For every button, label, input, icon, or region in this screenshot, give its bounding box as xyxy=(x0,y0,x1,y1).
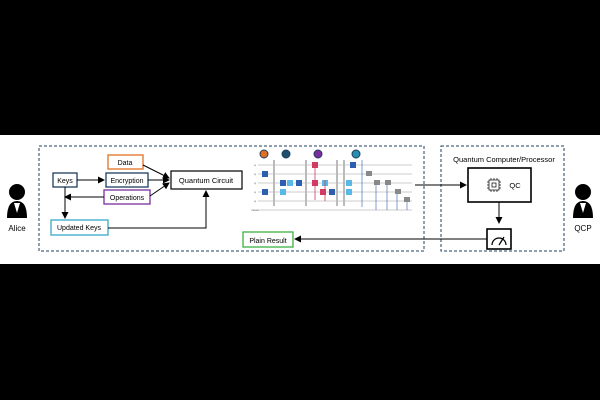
keys-label: Keys xyxy=(57,178,73,185)
server-title: Quantum Computer/Processor xyxy=(453,155,555,164)
encryption-label: Encryption xyxy=(110,178,143,185)
circuit-dot-purple xyxy=(313,149,323,159)
qc-label: QC xyxy=(509,181,521,190)
alice-person-icon xyxy=(7,184,27,218)
updated-keys-label: Updated Keys xyxy=(57,225,101,232)
data-box xyxy=(107,154,144,170)
svg-text:q: q xyxy=(254,199,256,203)
qcp-label: QCP xyxy=(574,224,591,233)
diagram-panel: Alice QCP Keys Data Encryption Operation… xyxy=(0,135,600,264)
alice-label: Alice xyxy=(8,224,26,233)
svg-text:q: q xyxy=(254,163,256,167)
chip-icon xyxy=(487,178,501,192)
flow-arrows xyxy=(61,164,503,243)
svg-text:meas: meas xyxy=(251,208,259,212)
svg-text:q: q xyxy=(254,172,256,176)
client-region xyxy=(38,145,425,252)
server-region xyxy=(440,145,565,252)
gauge-icon xyxy=(491,236,507,246)
arrow-data-to-circuit xyxy=(142,164,170,179)
plain-result-box xyxy=(242,231,294,248)
quantum-circuit-label: Quantum Circuit xyxy=(179,176,234,185)
circuit-dot-orange xyxy=(259,149,269,159)
circuit-dot-navy xyxy=(281,149,291,159)
svg-text:q: q xyxy=(254,181,256,185)
arrow-updated-keys-to-circuit xyxy=(108,190,210,229)
circuit-dot-teal xyxy=(351,149,361,159)
svg-text:q: q xyxy=(254,190,256,194)
data-label: Data xyxy=(118,160,133,167)
operations-label: Operations xyxy=(110,195,145,202)
plain-result-label: Plain Result xyxy=(249,238,286,245)
qcp-person-icon xyxy=(573,184,593,218)
arrow-operations-to-circuit xyxy=(149,182,170,197)
measurement-box xyxy=(486,228,512,250)
diagram-canvas: Alice QCP Keys Data Encryption Operation… xyxy=(7,145,593,252)
quantum-circuit-box xyxy=(170,170,243,190)
quantum-circuit-diagram: q q q q q meas xyxy=(251,160,412,212)
